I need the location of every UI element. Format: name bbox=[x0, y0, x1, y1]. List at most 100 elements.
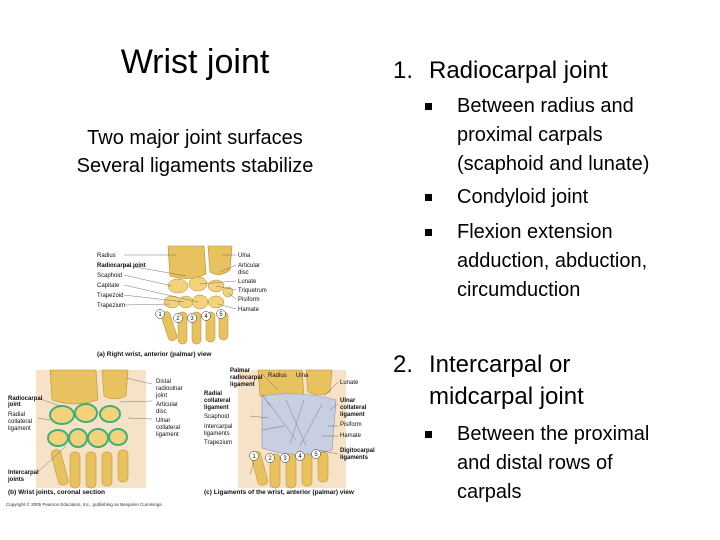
trapezoid-bone bbox=[178, 295, 194, 309]
label-trapezium: Trapezium bbox=[97, 303, 125, 309]
section-title: Intercarpal or bbox=[429, 351, 571, 378]
label-radius: Radius bbox=[268, 373, 287, 379]
label-articular: Articular bbox=[156, 402, 178, 408]
label-hamate: Hamate bbox=[238, 307, 260, 313]
label-triquetrum: Triquetrum bbox=[238, 288, 267, 294]
figure-a-caption: (a) Right wrist, anterior (palmar) view bbox=[97, 351, 212, 358]
metacarpal-number: 4 bbox=[298, 454, 302, 460]
ulna-bone bbox=[207, 245, 233, 275]
bullet-marker bbox=[425, 103, 432, 110]
wrist-anatomy-figure: 1 2 3 4 5 Radius Radiocarpal joint Scaph… bbox=[6, 245, 375, 507]
label-capitate: Capitate bbox=[97, 283, 120, 289]
label-ligaments: ligaments bbox=[340, 455, 369, 461]
label-radioulnar: radioulnar bbox=[156, 386, 183, 392]
copyright-notice: Copyright © 2005 Pearson Education, Inc.… bbox=[6, 501, 163, 507]
label-intercarpal: Intercarpal bbox=[8, 470, 39, 476]
ulna-bone bbox=[101, 369, 129, 400]
section-title: Radiocarpal joint bbox=[429, 57, 608, 84]
figure-a-right-wrist: 1 2 3 4 5 Radius Radiocarpal joint Scaph… bbox=[97, 245, 267, 358]
bullet-marker bbox=[425, 194, 432, 201]
bullet-item: Flexion extension adduction, abduction, … bbox=[425, 218, 715, 305]
bullet-item: Between radius and proximal carpals (sca… bbox=[425, 92, 715, 179]
radius-bone bbox=[49, 369, 99, 405]
capitate-bone bbox=[191, 294, 209, 310]
metacarpal-number: 5 bbox=[314, 452, 318, 458]
section-2-heading: 2. Intercarpal or midcarpal joint bbox=[393, 350, 693, 414]
label-ulnar: Ulnar bbox=[340, 398, 356, 404]
section-title: midcarpal joint bbox=[429, 383, 584, 410]
label-ligament: ligament bbox=[230, 382, 255, 388]
metacarpal-number: 1 bbox=[252, 454, 256, 460]
label-ligament: ligament bbox=[156, 432, 179, 438]
bullet-text: Between radius and bbox=[457, 95, 634, 117]
label-digitocarpal: Digitocarpal bbox=[340, 448, 375, 454]
label-joint: joint bbox=[7, 402, 21, 408]
metacarpal-number: 3 bbox=[190, 316, 194, 322]
section-1-heading: 1. Radiocarpal joint bbox=[393, 56, 693, 86]
metacarpal-number: 5 bbox=[219, 312, 223, 318]
bullet-item: Between the proximal and distal rows of … bbox=[425, 420, 715, 507]
label-collateral: collateral bbox=[204, 398, 231, 404]
label-lunate: Lunate bbox=[238, 279, 257, 285]
label-lunate: Lunate bbox=[340, 380, 359, 386]
label-ligaments: ligaments bbox=[204, 431, 230, 437]
subtitle-line: Two major joint surfaces bbox=[87, 127, 303, 149]
slide-title: Wrist joint bbox=[120, 43, 270, 81]
metacarpal-number: 1 bbox=[158, 312, 162, 318]
bullet-text: (scaphoid and lunate) bbox=[457, 153, 650, 175]
hamate-bone bbox=[207, 295, 225, 309]
label-collateral: collateral bbox=[340, 405, 367, 411]
label-pisiform: Pisiform bbox=[340, 422, 362, 428]
figure-c-caption: (c) Ligaments of the wrist, anterior (pa… bbox=[204, 489, 355, 496]
lunate-bone bbox=[188, 276, 208, 292]
scaphoid-bone bbox=[167, 278, 189, 294]
bullet-text: and distal rows of bbox=[457, 452, 613, 474]
figure-b-caption: (b) Wrist joints, coronal section bbox=[8, 489, 105, 496]
subtitle-line: Several ligaments stabilize bbox=[76, 155, 314, 177]
label-radial: Radial bbox=[204, 391, 222, 397]
metacarpal-number: 4 bbox=[204, 314, 208, 320]
bullet-marker bbox=[425, 229, 432, 236]
label-radiocarpal-joint: Radiocarpal bbox=[8, 396, 43, 402]
metacarpal-number: 2 bbox=[176, 316, 180, 322]
label-radius: Radius bbox=[97, 253, 116, 259]
subtitle: Two major joint surfaces Several ligamen… bbox=[40, 124, 350, 180]
label-ligament: ligament bbox=[8, 426, 31, 432]
label-radiocarpal-joint: Radiocarpal joint bbox=[97, 263, 146, 269]
metacarpal-number: 2 bbox=[268, 456, 272, 462]
label-disc: disc bbox=[238, 270, 249, 276]
label-collateral: collateral bbox=[8, 419, 32, 425]
label-trapezoid: Trapezoid bbox=[97, 293, 123, 299]
label-joints: joints bbox=[7, 477, 25, 483]
metacarpal-number: 3 bbox=[283, 456, 287, 462]
label-collateral: collateral bbox=[156, 425, 180, 431]
label-articular: Articular bbox=[238, 263, 260, 269]
label-joint: joint bbox=[155, 393, 167, 399]
label-radial: Radial bbox=[8, 412, 25, 418]
label-palmar: Palmar bbox=[230, 368, 251, 374]
label-ulna: Ulna bbox=[296, 373, 309, 379]
bullet-text: Between the proximal bbox=[457, 423, 650, 445]
bullet-item: Condyloid joint bbox=[425, 183, 715, 212]
bullet-text: circumduction bbox=[457, 279, 581, 301]
section-number: 1. bbox=[393, 57, 414, 84]
label-intercarpal: Intercarpal bbox=[204, 424, 232, 430]
bullet-text: Condyloid joint bbox=[457, 186, 589, 208]
bullet-text: Flexion extension bbox=[457, 221, 613, 243]
label-trapezium: Trapezium bbox=[204, 440, 232, 446]
label-ligament: ligament bbox=[204, 405, 229, 411]
label-pisiform: Pisiform bbox=[238, 297, 260, 303]
bullet-text: adduction, abduction, bbox=[457, 250, 648, 272]
figure-c-ligaments: 1 2 3 4 5 Palmar radiocarpal ligament Ra… bbox=[204, 368, 375, 496]
pisiform-bone bbox=[222, 286, 234, 298]
label-ulnar: Ulnar bbox=[156, 418, 170, 424]
figure-b-coronal-section: Radiocarpal joint Radial collateral liga… bbox=[7, 369, 183, 496]
section-number: 2. bbox=[393, 351, 414, 378]
ulna-bone bbox=[305, 369, 333, 396]
label-radiocarpal: radiocarpal bbox=[230, 375, 263, 381]
label-scaphoid: Scaphoid bbox=[204, 414, 229, 420]
label-distal: Distal bbox=[156, 379, 171, 385]
bullet-text: carpals bbox=[457, 481, 522, 503]
label-disc: disc bbox=[156, 409, 167, 415]
ligament-sheet bbox=[261, 393, 337, 455]
